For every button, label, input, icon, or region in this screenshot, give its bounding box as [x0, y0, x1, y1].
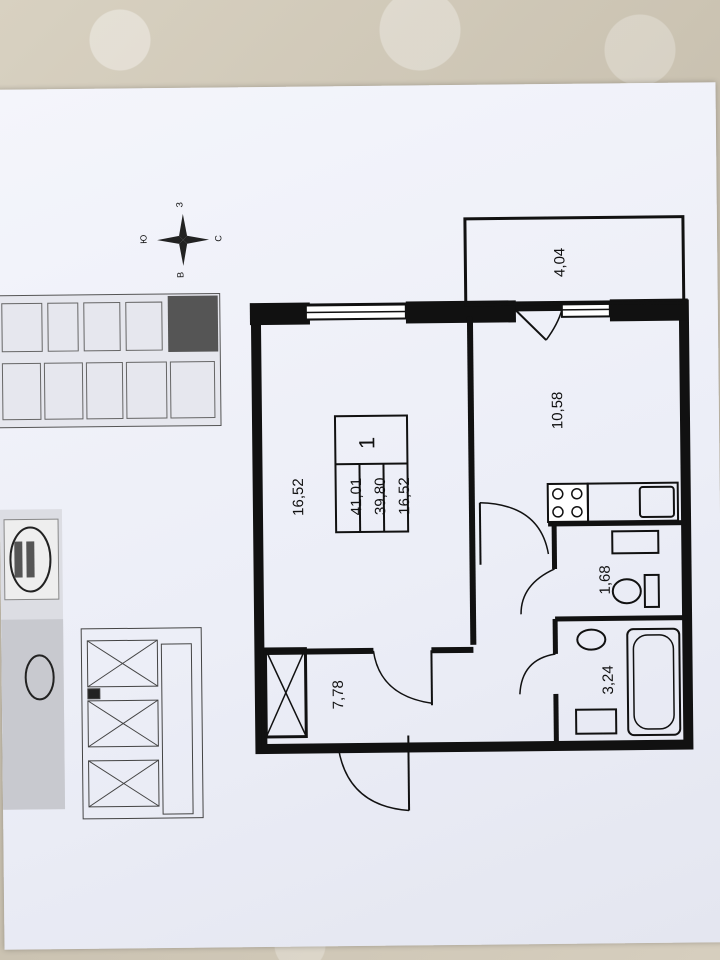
- location-map-thumbnail: [0, 509, 66, 810]
- balcony-door: [515, 309, 547, 341]
- wall-room-kitchen: [466, 316, 477, 645]
- bathtub: [626, 627, 682, 737]
- wall-block-left: [249, 302, 310, 326]
- floor-plan-drawing: [0, 213, 694, 820]
- area-value-3: 41,01: [347, 477, 366, 516]
- washer: [611, 529, 660, 555]
- balcony-area-label: 4,04: [551, 247, 569, 278]
- main-room-area-label: 16,52: [289, 478, 308, 517]
- compass-south-label: Ю: [138, 234, 149, 244]
- toilet-bowl: [611, 578, 642, 605]
- apartment-label-box: [333, 414, 410, 534]
- compass-rose: [157, 213, 210, 266]
- area-value-2: 39,80: [371, 477, 390, 516]
- washbasin: [576, 628, 607, 651]
- toilet-area-label: 1,68: [596, 565, 614, 595]
- wardrobe: [263, 647, 308, 739]
- stove: [546, 482, 590, 524]
- toilet-fixtures: [611, 529, 660, 609]
- bathroom-area-label: 3,24: [599, 665, 617, 695]
- kitchen-area-label: 10,58: [548, 391, 567, 430]
- kitchen-door: [478, 502, 482, 565]
- building-section-thumbnail: [0, 292, 222, 429]
- hall-area-label: 7,78: [329, 680, 348, 710]
- kitchen-fixtures: [546, 481, 680, 524]
- bathroom-fixtures: [575, 627, 682, 737]
- apartment-number: 1: [354, 436, 380, 450]
- wall-block-middle: [405, 300, 516, 324]
- entrance-door: [407, 735, 411, 811]
- kitchen-sink: [638, 485, 675, 519]
- compass-north-label: С: [213, 235, 224, 242]
- compass-west-label: З: [174, 202, 185, 208]
- main-room-door: [372, 650, 433, 704]
- compass-east-label: В: [175, 271, 186, 278]
- toilet-door: [520, 568, 555, 615]
- bath-cabinet: [575, 708, 618, 735]
- area-value-1: 16,52: [395, 477, 414, 515]
- counter: [586, 481, 680, 523]
- bathroom-door: [519, 653, 556, 695]
- floor-key-plan: [80, 627, 204, 820]
- balcony: [463, 215, 686, 307]
- floor-plan-sheet: 4,04 10,58 1,68 3,24 7,78 16,52 1 16,52 …: [0, 82, 720, 950]
